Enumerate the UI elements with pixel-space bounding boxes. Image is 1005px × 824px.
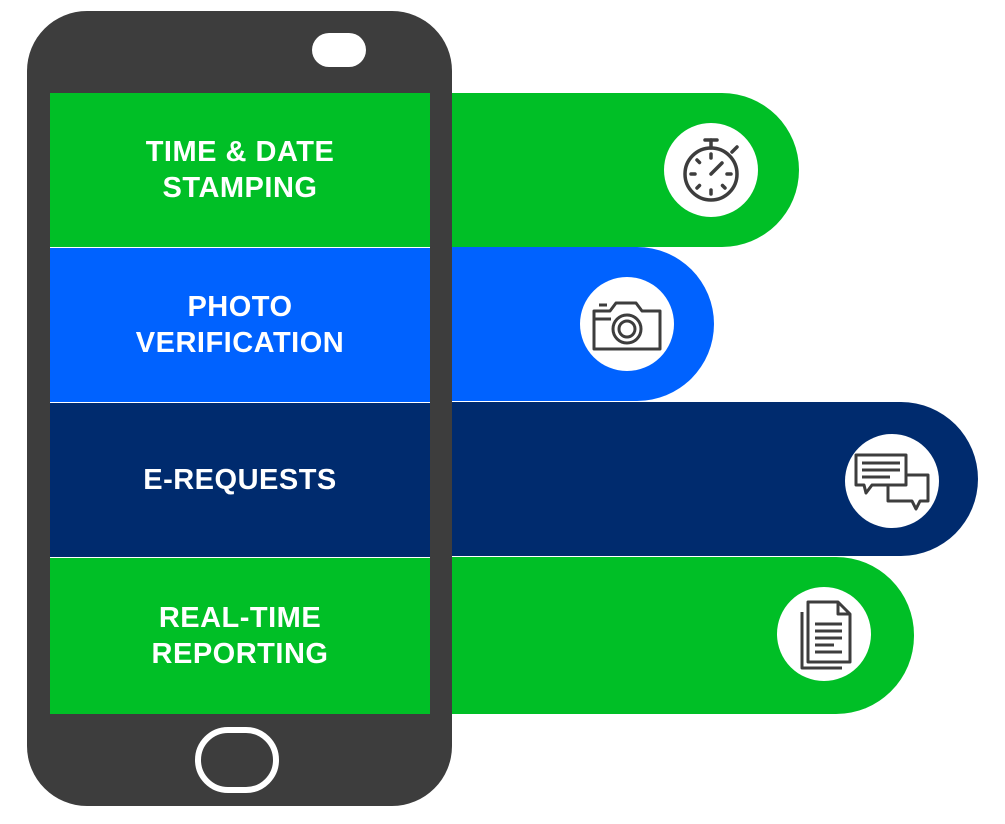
feature-time-date-stamping: TIME & DATE STAMPING [50, 93, 430, 247]
stopwatch-icon [664, 123, 758, 217]
feature-label-line1: E-REQUESTS [143, 464, 337, 496]
feature-label-line1: PHOTO [187, 291, 293, 323]
home-button [195, 727, 279, 793]
chat-bubbles-icon [845, 434, 939, 528]
phone-screen: TIME & DATE STAMPING PHOTO VERIFICATION … [50, 93, 430, 714]
camera-icon [580, 277, 674, 371]
phone-speaker [312, 33, 366, 67]
feature-label-line2: STAMPING [162, 172, 318, 204]
feature-label-line2: VERIFICATION [135, 327, 345, 359]
feature-real-time-reporting: REAL-TIME REPORTING [50, 558, 430, 714]
feature-e-requests: E-REQUESTS [50, 403, 430, 557]
feature-label-line1: REAL-TIME [158, 602, 322, 634]
feature-label-line2: REPORTING [151, 638, 329, 670]
document-icon [777, 587, 871, 681]
feature-photo-verification: PHOTO VERIFICATION [50, 248, 430, 402]
phone-illustration: TIME & DATE STAMPING PHOTO VERIFICATION … [27, 11, 452, 806]
feature-label-line1: TIME & DATE [145, 136, 335, 168]
